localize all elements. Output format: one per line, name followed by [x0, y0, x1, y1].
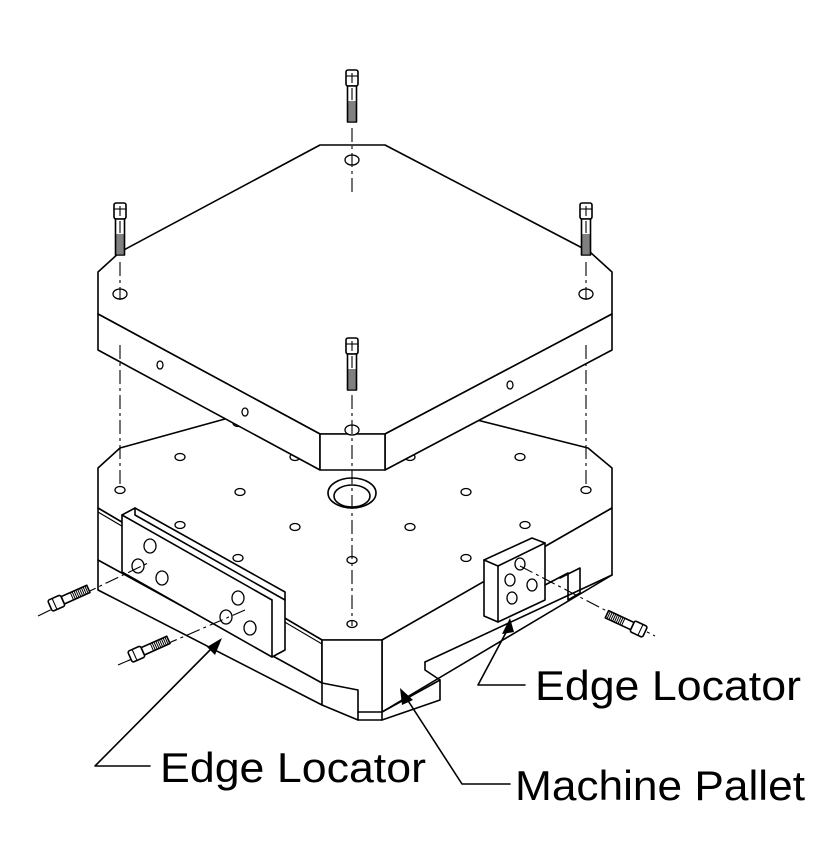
label-edge-locator-right: Edge Locator	[535, 662, 801, 709]
label-machine-pallet: Machine Pallet	[515, 762, 805, 809]
leader-lines	[94, 618, 526, 785]
edge-locator-right-part	[483, 537, 581, 623]
subplate	[97, 144, 613, 471]
edge-locator-left-part	[121, 507, 286, 658]
label-edge-locator-left: Edge Locator	[160, 744, 426, 791]
